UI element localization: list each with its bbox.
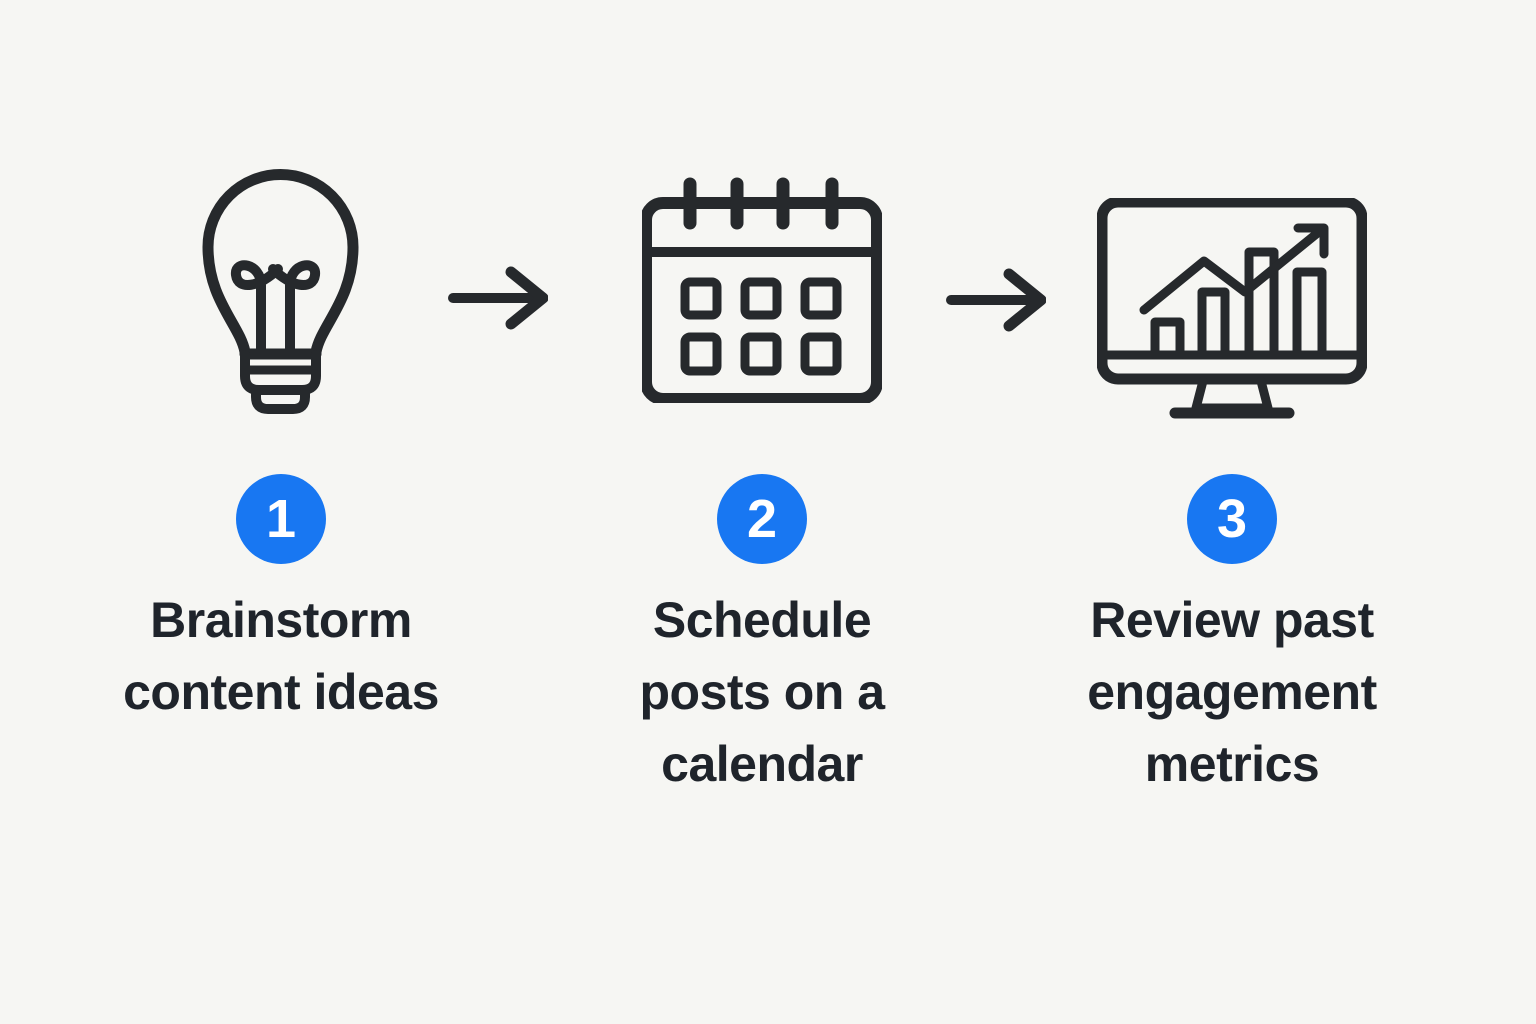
- step-number-badge: 1: [236, 474, 326, 564]
- lightbulb-icon: [202, 169, 359, 414]
- step-number-badge: 2: [717, 474, 807, 564]
- step-icon-box: [512, 140, 1012, 440]
- step-schedule: 2 Schedule posts on a calendar: [512, 0, 1012, 800]
- step-icon-box: [982, 140, 1482, 440]
- monitor-chart-icon: [1097, 198, 1367, 419]
- step-brainstorm: 1 Brainstorm content ideas: [31, 0, 531, 728]
- calendar-icon: [642, 177, 882, 403]
- step-number: 3: [1216, 489, 1248, 549]
- step-number: 1: [265, 489, 297, 549]
- step-label: Brainstorm content ideas: [123, 592, 439, 720]
- step-number-badge: 3: [1187, 474, 1277, 564]
- step-review-metrics: 3 Review past engagement metrics: [982, 0, 1482, 800]
- step-icon-box: [31, 140, 531, 440]
- step-label: Review past engagement metrics: [1087, 592, 1377, 792]
- right-arrow-icon: [946, 268, 1046, 332]
- step-label: Schedule posts on a calendar: [639, 592, 885, 792]
- step-number: 2: [746, 489, 778, 549]
- right-arrow-icon: [448, 266, 548, 330]
